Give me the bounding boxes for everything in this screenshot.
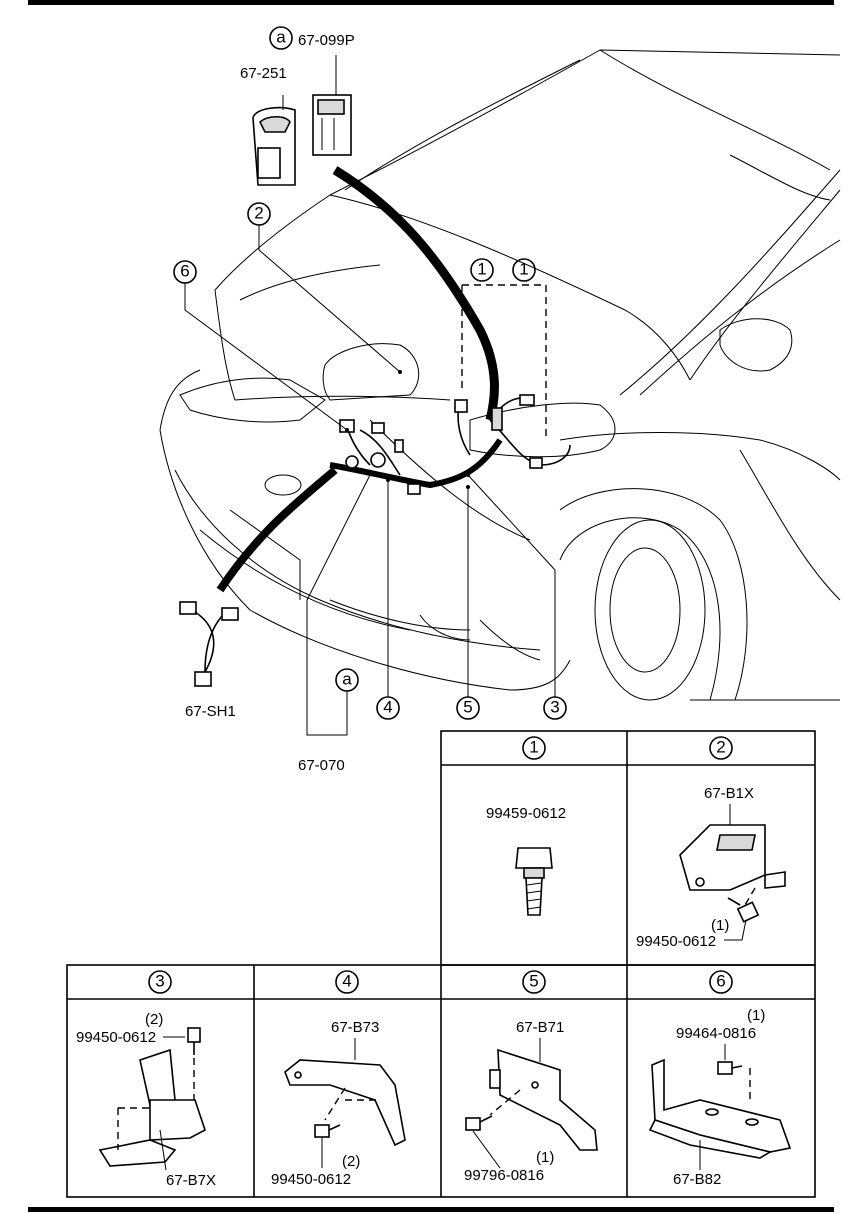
sub-harness-67-SH1 — [179, 601, 239, 687]
svg-text:4: 4 — [383, 698, 392, 717]
header-2: 2 — [709, 736, 733, 760]
svg-text:3: 3 — [550, 698, 559, 717]
cell4-bolt-label: 99450-0612 — [271, 1171, 351, 1188]
callout-1a: 1 — [470, 258, 494, 282]
callout-4: 4 — [376, 478, 400, 720]
callout-1b: 1 — [512, 258, 536, 282]
header-3: 3 — [148, 970, 172, 994]
bolt-cell4-icon — [314, 1124, 341, 1138]
bracket-67-B7X-icon — [98, 1027, 206, 1167]
engine-harness — [216, 166, 571, 593]
callout-5: 5 — [456, 485, 480, 720]
cell3-bolt-label: 99450-0612 — [76, 1029, 156, 1046]
svg-text:a: a — [276, 28, 286, 47]
header-6: 6 — [709, 970, 733, 994]
svg-text:5: 5 — [529, 972, 538, 991]
svg-text:a: a — [342, 670, 352, 689]
bracket-67-B82-icon — [648, 1058, 792, 1159]
bracket-67-B71-icon — [489, 1048, 598, 1151]
label-67-099P: 67-099P — [298, 32, 355, 49]
vehicle-outline — [159, 49, 841, 701]
svg-text:1: 1 — [477, 260, 486, 279]
cell6-bolt-label: 99464-0816 — [676, 1025, 756, 1042]
cell6-part-label: 67-B82 — [673, 1171, 721, 1188]
cell1-part-label: 99459-0612 — [486, 805, 566, 822]
callout-2: 2 — [247, 202, 402, 374]
bolt-cell6-icon — [717, 1061, 751, 1100]
relay-67-099P — [312, 55, 352, 156]
cell3-qty: (2) — [145, 1011, 163, 1028]
bracket-67-B73-icon — [284, 1059, 406, 1147]
callout-a-bottom: a — [306, 474, 371, 736]
svg-text:5: 5 — [463, 698, 472, 717]
bracket-67-B1X-icon — [679, 824, 786, 906]
bolt-99450-0612-icon — [727, 897, 760, 923]
bolt-99459-0612-icon — [515, 847, 553, 916]
cell5-qty: (1) — [536, 1149, 554, 1166]
cell3-part-label: 67-B7X — [166, 1172, 216, 1189]
cell2-part-label: 67-B1X — [704, 785, 754, 802]
svg-text:1: 1 — [529, 738, 538, 757]
svg-text:4: 4 — [342, 972, 351, 991]
cell2-bolt-label: 99450-0612 — [636, 933, 716, 950]
cell4-qty: (2) — [342, 1153, 360, 1170]
callout-a-top: a — [269, 26, 293, 50]
svg-text:3: 3 — [155, 972, 164, 991]
svg-text:6: 6 — [180, 262, 189, 281]
top-border — [28, 0, 834, 5]
bolt-cell5-icon — [465, 1115, 493, 1131]
svg-text:1: 1 — [519, 260, 528, 279]
cell2-qty: (1) — [711, 917, 729, 934]
callout-6: 6 — [173, 260, 349, 432]
callout-3: 3 — [466, 473, 567, 720]
header-5: 5 — [522, 970, 546, 994]
label-67-070: 67-070 — [298, 757, 345, 774]
label-67-251: 67-251 — [240, 65, 287, 82]
cell4-part-label: 67-B73 — [331, 1019, 379, 1036]
cell5-bolt-label: 99796-0816 — [464, 1167, 544, 1184]
parts-table — [66, 730, 816, 1198]
header-4: 4 — [335, 970, 359, 994]
svg-text:6: 6 — [716, 972, 725, 991]
header-1: 1 — [522, 736, 546, 760]
cell5-part-label: 67-B71 — [516, 1019, 564, 1036]
svg-text:2: 2 — [716, 738, 725, 757]
relay-67-251 — [252, 95, 296, 186]
label-67-SH1: 67-SH1 — [185, 703, 236, 720]
bottom-border — [28, 1207, 834, 1212]
svg-text:2: 2 — [254, 204, 263, 223]
cell6-qty: (1) — [747, 1007, 765, 1024]
